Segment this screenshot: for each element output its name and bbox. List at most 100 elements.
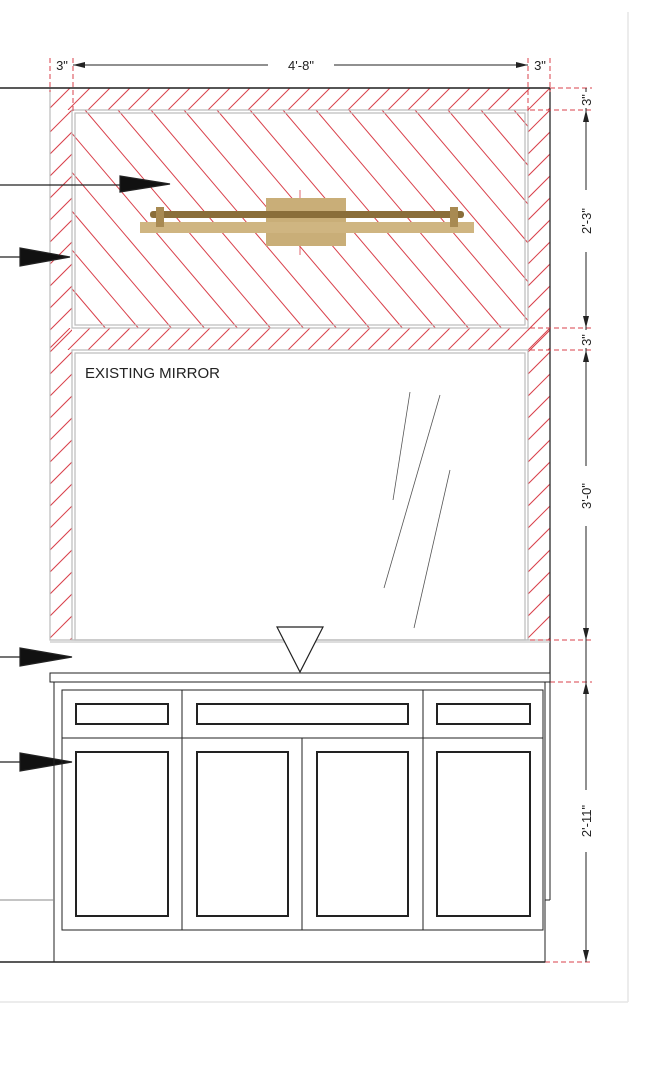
right-dimension-ticks — [530, 87, 592, 963]
hatch-line — [127, 328, 151, 350]
hatch-line — [347, 328, 371, 350]
hatch-line — [547, 347, 550, 350]
hatch-line — [267, 88, 291, 110]
hatch-line — [0, 110, 6, 640]
hatch-line — [107, 88, 131, 110]
dim-top-left: 3" — [56, 58, 68, 73]
hatch-line — [0, 110, 28, 640]
sconce-light-fixture — [140, 190, 474, 255]
hatch-line — [528, 615, 550, 639]
hatch-line — [528, 593, 550, 617]
hatch-line — [576, 110, 670, 640]
callout-arrows — [0, 175, 171, 772]
hatch-line — [72, 171, 205, 328]
hatch-line — [0, 110, 6, 328]
dim-top-band: 3" — [579, 94, 594, 106]
hatch-line — [387, 328, 411, 350]
hatch-line — [427, 88, 451, 110]
hatch-line — [507, 88, 531, 110]
hatch-line — [367, 328, 391, 350]
hatch-line — [50, 110, 51, 111]
mirror-label: EXISTING MIRROR — [85, 365, 220, 382]
hatch-line — [50, 88, 71, 109]
hatch-line — [50, 549, 72, 573]
hatch-line — [227, 328, 251, 350]
hatch-line — [510, 110, 670, 640]
hatch-line — [0, 328, 10, 350]
hatch-line — [347, 88, 371, 110]
hatch-line — [613, 110, 670, 328]
hatch-line — [107, 328, 131, 350]
centerline-marker-icon — [276, 626, 324, 674]
top-dimension — [49, 58, 551, 112]
hatch-line — [227, 88, 251, 110]
dim-top-right: 3" — [534, 58, 546, 73]
hatch-line — [8, 88, 30, 110]
hatch-line — [467, 88, 491, 110]
hatch-line — [117, 110, 304, 328]
hatch-line — [327, 328, 351, 350]
hatch-line — [84, 110, 271, 328]
hatch-line — [407, 328, 431, 350]
hatch-line — [414, 110, 528, 244]
hatch-line — [207, 328, 231, 350]
dim-cabinet: 2'-11" — [579, 805, 594, 838]
hatch-line — [150, 110, 337, 328]
hatch-line — [447, 328, 471, 350]
hatch-line — [72, 288, 106, 328]
hatch-line — [50, 373, 72, 397]
hatch-line — [267, 328, 291, 350]
hatch-line — [487, 328, 511, 350]
hatch-line — [348, 110, 528, 322]
hatch-line — [67, 328, 91, 350]
hatch-line — [307, 328, 331, 350]
hatch-line — [167, 328, 191, 350]
hatch-line — [480, 110, 528, 167]
hatch-line — [614, 110, 670, 640]
hatch-line — [387, 88, 411, 110]
hatch-line — [487, 88, 511, 110]
hatch-line — [50, 328, 71, 349]
hatch-line — [636, 110, 670, 640]
dim-mid-band: 3" — [579, 334, 594, 346]
hatch-line — [447, 88, 471, 110]
hatch-line — [381, 110, 528, 283]
countertop — [49, 672, 551, 683]
hatch-line — [247, 88, 271, 110]
hatch-line — [646, 110, 670, 328]
hatch-line — [527, 88, 550, 110]
dim-arrow — [73, 62, 85, 68]
hatch-line — [547, 107, 550, 110]
hatch-line — [367, 88, 391, 110]
hatch-line — [207, 88, 231, 110]
hatch-line — [50, 88, 51, 89]
hatch-line — [547, 637, 550, 640]
hatch-line — [527, 328, 550, 350]
hatch-line — [87, 328, 111, 350]
hatch-lines — [0, 88, 550, 110]
hatch-line — [307, 88, 331, 110]
hatch-line — [147, 88, 171, 110]
dim-arrow — [516, 62, 528, 68]
dim-mirror: 3'-0" — [579, 483, 594, 509]
hatch-line — [507, 328, 531, 350]
hatch-line — [315, 110, 502, 328]
hatch-line — [8, 328, 30, 350]
hatch-line — [467, 328, 491, 350]
hatch-line — [87, 88, 111, 110]
mirror-reflection-lines — [383, 391, 451, 629]
hatch-line — [532, 110, 670, 640]
hatch-line — [147, 328, 171, 350]
tile-hatch — [0, 88, 670, 640]
hatch-line — [50, 328, 51, 329]
hatch-line — [592, 110, 670, 640]
hatch-line — [427, 328, 451, 350]
hatch-line — [282, 110, 469, 328]
hatch-line — [447, 110, 528, 205]
hatch-line — [127, 88, 151, 110]
hatch-line — [327, 88, 351, 110]
dim-upper-panel: 2'-3" — [579, 208, 594, 234]
hatch-line — [0, 88, 10, 110]
hatch-line — [598, 110, 670, 640]
dim-arrows-right — [583, 110, 589, 962]
